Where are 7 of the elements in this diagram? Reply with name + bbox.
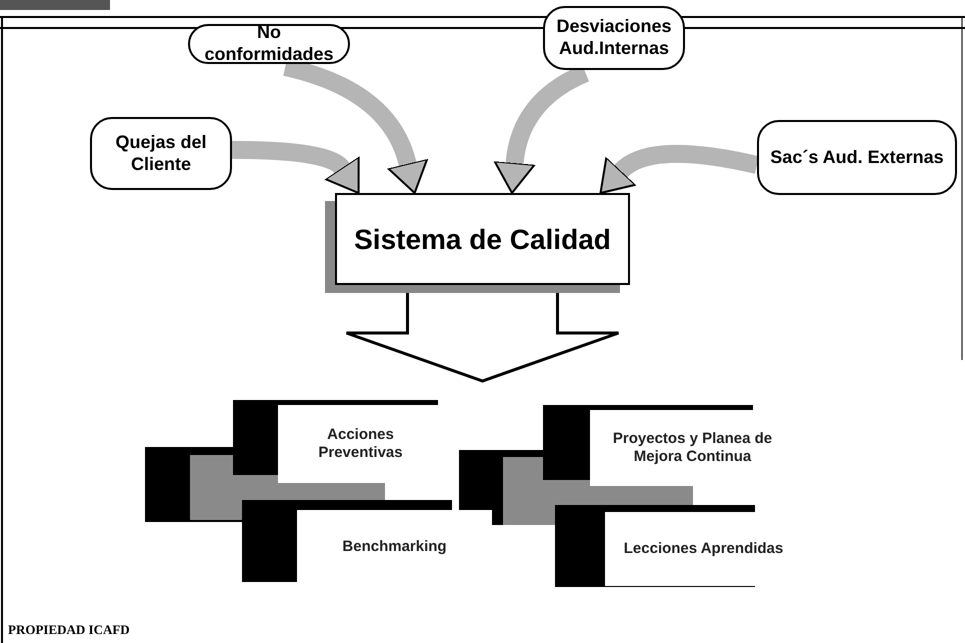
input-box: Quejas del Cliente [90, 117, 232, 190]
input-box: Desviaciones Aud.Internas [543, 6, 685, 70]
block-arrow [598, 144, 759, 192]
footer-note: PROPIEDAD ICAFD [8, 621, 130, 639]
input-box: Sac´s Aud. Externas [757, 120, 957, 195]
result-box: Benchmarking [297, 510, 492, 583]
input-box: No conformidades [188, 24, 350, 64]
